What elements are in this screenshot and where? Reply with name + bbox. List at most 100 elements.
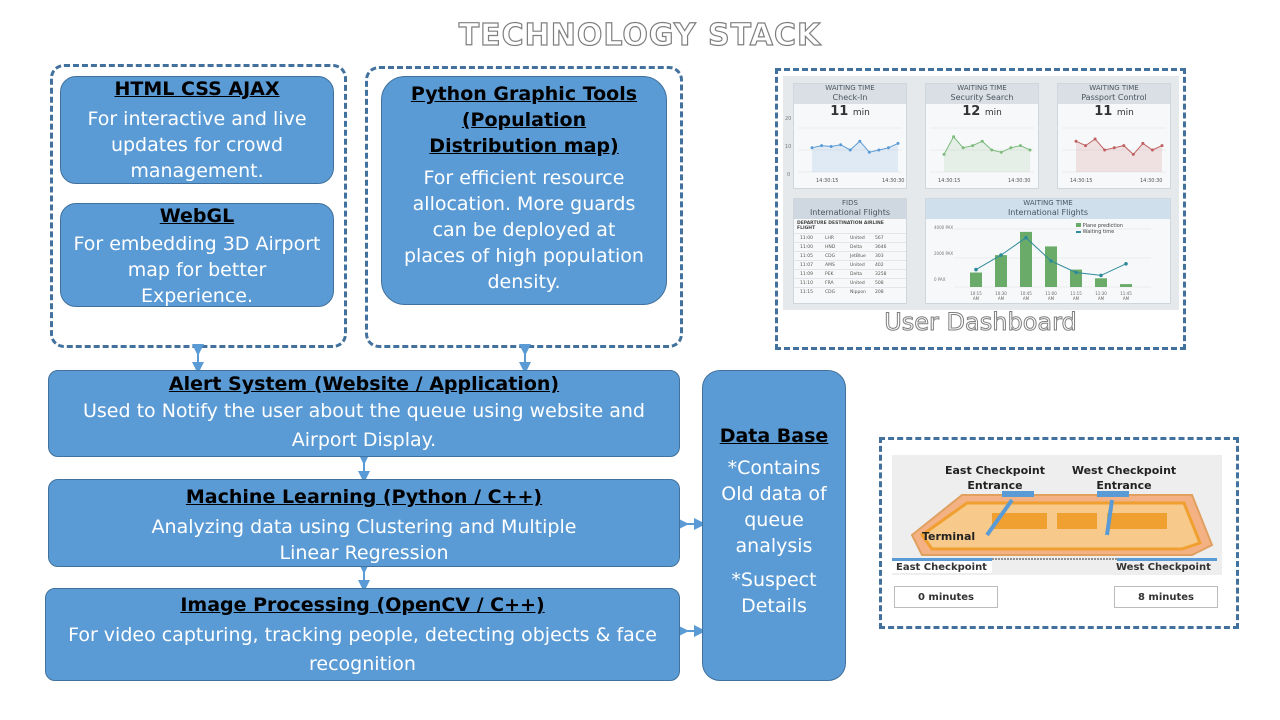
- spark-point: [1074, 139, 1078, 143]
- html-css-ajax-description: For interactive and live updates for cro…: [87, 108, 307, 182]
- spark-point: [1150, 148, 1154, 152]
- fids-cell: 303: [875, 253, 884, 259]
- west-checkpoint-label: West Checkpoint: [1116, 562, 1211, 573]
- intl-flights-chart: [954, 228, 1151, 288]
- spark-line: [811, 140, 899, 153]
- intl-x-tick: 10:15 AM: [970, 291, 982, 301]
- fids-cell: Delta: [850, 244, 863, 250]
- fids-row: 11:15 CDG Nippon 208: [794, 287, 906, 296]
- spark-point: [1093, 137, 1097, 141]
- machine-learning-heading: Machine Learning (Python / C++): [185, 486, 543, 508]
- fids-cell: Nippon: [850, 289, 866, 295]
- spark-point: [820, 144, 824, 148]
- spark-point: [942, 152, 946, 156]
- waiting-time-point: [1049, 259, 1053, 263]
- spark-point: [961, 146, 965, 150]
- python-graphic-tools-heading: Python Graphic Tools (Population Distrib…: [410, 83, 638, 157]
- intl-x-tick: 10:30 AM: [995, 291, 1007, 301]
- database-suspect-text: *Suspect Details: [731, 569, 817, 617]
- card-value: 11: [830, 104, 849, 119]
- waiting-time-point: [1099, 273, 1103, 278]
- fids-cell: JetBlue: [850, 253, 866, 259]
- webgl-description: For embedding 3D Airport map for better …: [73, 233, 321, 307]
- card-label: WAITING TIME: [1089, 84, 1139, 92]
- time-start: 14:30:15: [816, 178, 839, 184]
- card-label: WAITING TIME: [957, 84, 1007, 92]
- east-entrance-label: East Checkpoint Entrance: [944, 464, 1046, 492]
- time-start: 14:30:15: [1070, 178, 1093, 184]
- spark-point: [867, 150, 871, 154]
- fids-cell: LHR: [825, 235, 835, 241]
- fids-cell: CDG: [825, 289, 836, 295]
- spark-point: [896, 141, 900, 145]
- plane-prediction-bar: [995, 255, 1007, 287]
- fids-cell: 3646: [875, 244, 887, 250]
- fids-cell: FRA: [825, 280, 834, 286]
- checkpoint-map: East Checkpoint Entrance West Checkpoint…: [892, 455, 1222, 613]
- time-end: 14:30:30: [882, 178, 905, 184]
- fids-cell: United: [850, 235, 865, 241]
- card-name: Check-In: [832, 93, 868, 102]
- plane-prediction-bar: [1020, 231, 1032, 287]
- y-tick: 20: [785, 116, 792, 122]
- spark-point: [1103, 148, 1107, 152]
- spark-area: [944, 136, 1030, 172]
- spark-point: [848, 148, 852, 152]
- plane-prediction-bar: [1120, 284, 1132, 287]
- spark-point: [1131, 152, 1135, 156]
- database-box: Data Base *Contains Old data of queue an…: [702, 370, 846, 681]
- time-end: 14:30:30: [1140, 178, 1163, 184]
- card-unit: min: [984, 108, 1002, 118]
- fids-cell: 208: [875, 289, 884, 295]
- webgl-box: WebGL For embedding 3D Airport map for b…: [60, 203, 334, 307]
- plane-prediction-bar: [1070, 269, 1082, 287]
- database-heading: Data Base: [719, 425, 829, 447]
- fids-cell: United: [850, 280, 865, 286]
- webgl-heading: WebGL: [159, 205, 235, 227]
- spark-point: [1018, 144, 1022, 148]
- spark-line: [1075, 138, 1163, 156]
- spark-point: [1084, 144, 1088, 148]
- spark-point: [1028, 148, 1032, 152]
- image-processing-heading: Image Processing (OpenCV / C++): [180, 594, 545, 616]
- intl-y-tick: 0 PAX: [934, 277, 946, 282]
- fids-cell: 11:10: [800, 280, 813, 286]
- intl-name: International Flights: [1007, 208, 1089, 217]
- fids-cell: 11:05: [800, 253, 813, 259]
- alert-system-heading: Alert System (Website / Application): [168, 373, 560, 395]
- fids-cell: 3258: [875, 271, 887, 277]
- machine-learning-description: Analyzing data using Clustering and Mult…: [151, 516, 577, 564]
- time-end: 14:30:30: [1008, 178, 1031, 184]
- intl-x-tick: 11:45 AM: [1120, 291, 1132, 301]
- fids-cell: United: [850, 262, 865, 268]
- spark-point: [877, 148, 881, 152]
- spark-point: [990, 148, 994, 152]
- spark-point: [952, 135, 956, 139]
- intl-y-tick: 2000 PAX: [934, 251, 954, 256]
- card-value: 12: [962, 104, 981, 119]
- intl-x-tick: 10:45 AM: [1020, 291, 1032, 301]
- spark-point: [810, 146, 814, 150]
- card-unit: min: [852, 108, 870, 118]
- terminal-label: Terminal: [922, 530, 976, 543]
- fids-cell: 11:00: [800, 244, 813, 250]
- fids-cell: 11:15: [800, 289, 813, 295]
- spark-point: [1122, 144, 1126, 148]
- passport-sparkline: [1062, 127, 1166, 173]
- fids-cell: 11:07: [800, 262, 813, 268]
- python-graphic-tools-description: For efficient resource allocation. More …: [404, 167, 644, 293]
- fids-columns: DEPARTURE DESTINATION AIRLINE FLIGHT: [797, 221, 884, 231]
- y-tick: 10: [785, 144, 792, 150]
- waiting-time-point: [1074, 270, 1078, 275]
- spark-point: [971, 144, 975, 148]
- image-processing-box: Image Processing (OpenCV / C++) For vide…: [45, 588, 680, 681]
- image-processing-description: For video capturing, tracking people, de…: [68, 624, 657, 675]
